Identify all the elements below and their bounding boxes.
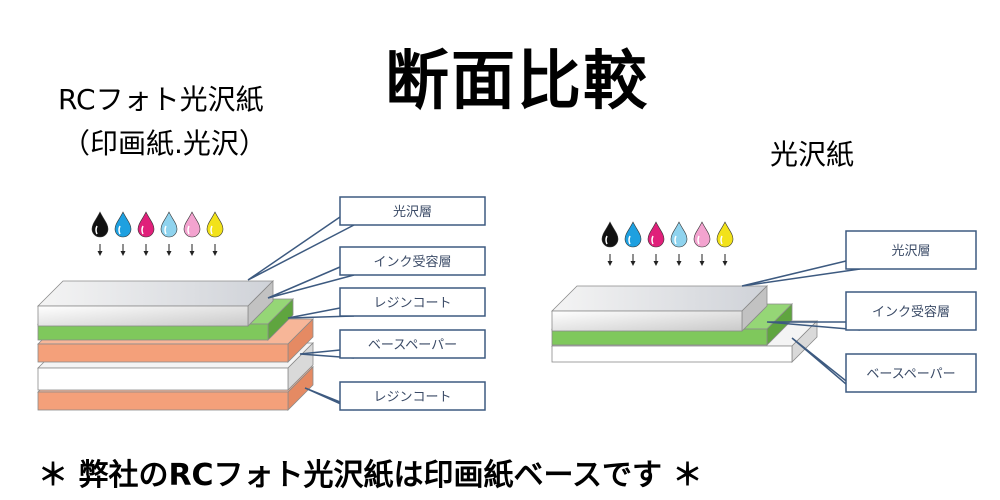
left-ink-drop-5	[183, 211, 201, 238]
right-ink-drop-highlight-2	[628, 235, 631, 245]
right-callout-gloss-box	[845, 230, 977, 270]
left-callout-resin-coat-bottom-pointer	[304, 387, 355, 411]
left-callout-ink-receptive-pointer	[267, 266, 355, 299]
left-ink-drop-highlight-3	[141, 225, 144, 235]
right-drop-arrowhead-1	[607, 261, 613, 266]
right-callout-gloss-pointer	[741, 260, 861, 287]
right-ink-drop-highlight-5	[697, 235, 700, 245]
left-callout-resin-coat-bottom-label: レジンコート	[373, 390, 451, 405]
right-drop-arrowhead-2	[630, 261, 636, 266]
left-diagram-title: RCフォト光沢紙	[58, 83, 264, 116]
right-ink-drop-4	[670, 221, 688, 248]
right-ink-drop-6	[716, 221, 734, 248]
left-drop-arrowhead-4	[166, 251, 172, 256]
left-ink-drop-3	[137, 211, 155, 238]
left-ink-drop-highlight-4	[164, 225, 167, 235]
right-drop-arrowhead-4	[676, 261, 682, 266]
left-callout-resin-coat-top-box	[339, 287, 486, 317]
left-ink-drop-highlight-2	[118, 225, 121, 235]
layers-group	[37, 280, 818, 411]
right-layer-gloss-front-face	[551, 310, 743, 332]
right-callout-gloss-label: 光沢層	[891, 244, 930, 259]
left-layer-resin-coat-top-front-face	[37, 343, 289, 363]
left-callout-gloss-pointer	[247, 216, 355, 281]
right-ink-drop-highlight-1	[605, 235, 608, 245]
footer-note: ＊ 弊社のRCフォト光沢紙は印画紙ベースです ＊	[38, 458, 703, 493]
right-drop-arrowhead-6	[722, 261, 728, 266]
right-ink-drop-1	[601, 221, 619, 248]
right-ink-drop-3	[647, 221, 665, 248]
right-callout-ink-receptive-label: インク受容層	[872, 304, 950, 320]
right-ink-drop-highlight-6	[720, 235, 723, 245]
page-title: 断面比較	[385, 45, 649, 119]
left-ink-drop-2	[114, 211, 132, 238]
left-callout-resin-coat-top-label: レジンコート	[373, 296, 451, 311]
right-ink-drop-5	[693, 221, 711, 248]
right-layer-base-paper-front-face	[551, 345, 793, 363]
left-callout-resin-coat-top-pointer	[287, 307, 355, 319]
left-drop-arrowhead-6	[212, 251, 218, 256]
right-callout-base-paper-label: ベースペーパー	[866, 367, 955, 382]
left-callout-base-paper-pointer	[299, 349, 355, 359]
left-ink-drop-highlight-5	[187, 225, 190, 235]
left-callout-ink-receptive-box	[339, 246, 486, 276]
left-callout-ink-receptive-label: インク受容層	[373, 254, 451, 270]
left-callout-resin-coat-bottom-box	[339, 381, 486, 411]
right-ink-drop-highlight-3	[651, 235, 654, 245]
left-ink-drop-4	[160, 211, 178, 238]
left-drop-arrowhead-3	[143, 251, 149, 256]
left-layer-resin-coat-bottom-front-face	[37, 391, 289, 411]
left-layer-base-paper-front-face	[37, 367, 289, 391]
right-callout-ink-receptive-box	[845, 291, 977, 331]
left-callout-base-paper-label: ベースペーパー	[368, 338, 457, 353]
left-ink-drop-highlight-6	[210, 225, 213, 235]
left-callout-base-paper-box	[339, 329, 486, 359]
left-drop-arrowhead-1	[97, 251, 103, 256]
right-callout-base-paper-box	[845, 353, 977, 393]
right-ink-drop-2	[624, 221, 642, 248]
left-drop-arrowhead-2	[120, 251, 126, 256]
left-callout-gloss-box	[339, 196, 486, 226]
left-callout-gloss-label: 光沢層	[393, 205, 432, 220]
left-drop-arrowhead-5	[189, 251, 195, 256]
left-ink-drop-6	[206, 211, 224, 238]
right-diagram-title: 光沢紙	[770, 138, 855, 171]
left-diagram-subtitle: （印画紙.光沢）	[62, 127, 267, 160]
right-drop-arrowhead-5	[699, 261, 705, 266]
left-layer-gloss-top-face	[37, 280, 274, 307]
right-callout-ink-receptive-pointer	[766, 321, 861, 331]
right-layer-gloss-top-face	[551, 285, 768, 312]
right-callout-base-paper-pointer	[791, 337, 861, 393]
callouts-group: 光沢層インク受容層レジンコートベースペーパーレジンコート光沢層インク受容層ベース…	[247, 196, 977, 411]
right-ink-drop-highlight-4	[674, 235, 677, 245]
left-ink-drop-highlight-1	[95, 225, 98, 235]
ink-drops-group	[91, 211, 734, 266]
left-layer-gloss-front-face	[37, 305, 249, 327]
right-drop-arrowhead-3	[653, 261, 659, 266]
left-ink-drop-1	[91, 211, 109, 238]
